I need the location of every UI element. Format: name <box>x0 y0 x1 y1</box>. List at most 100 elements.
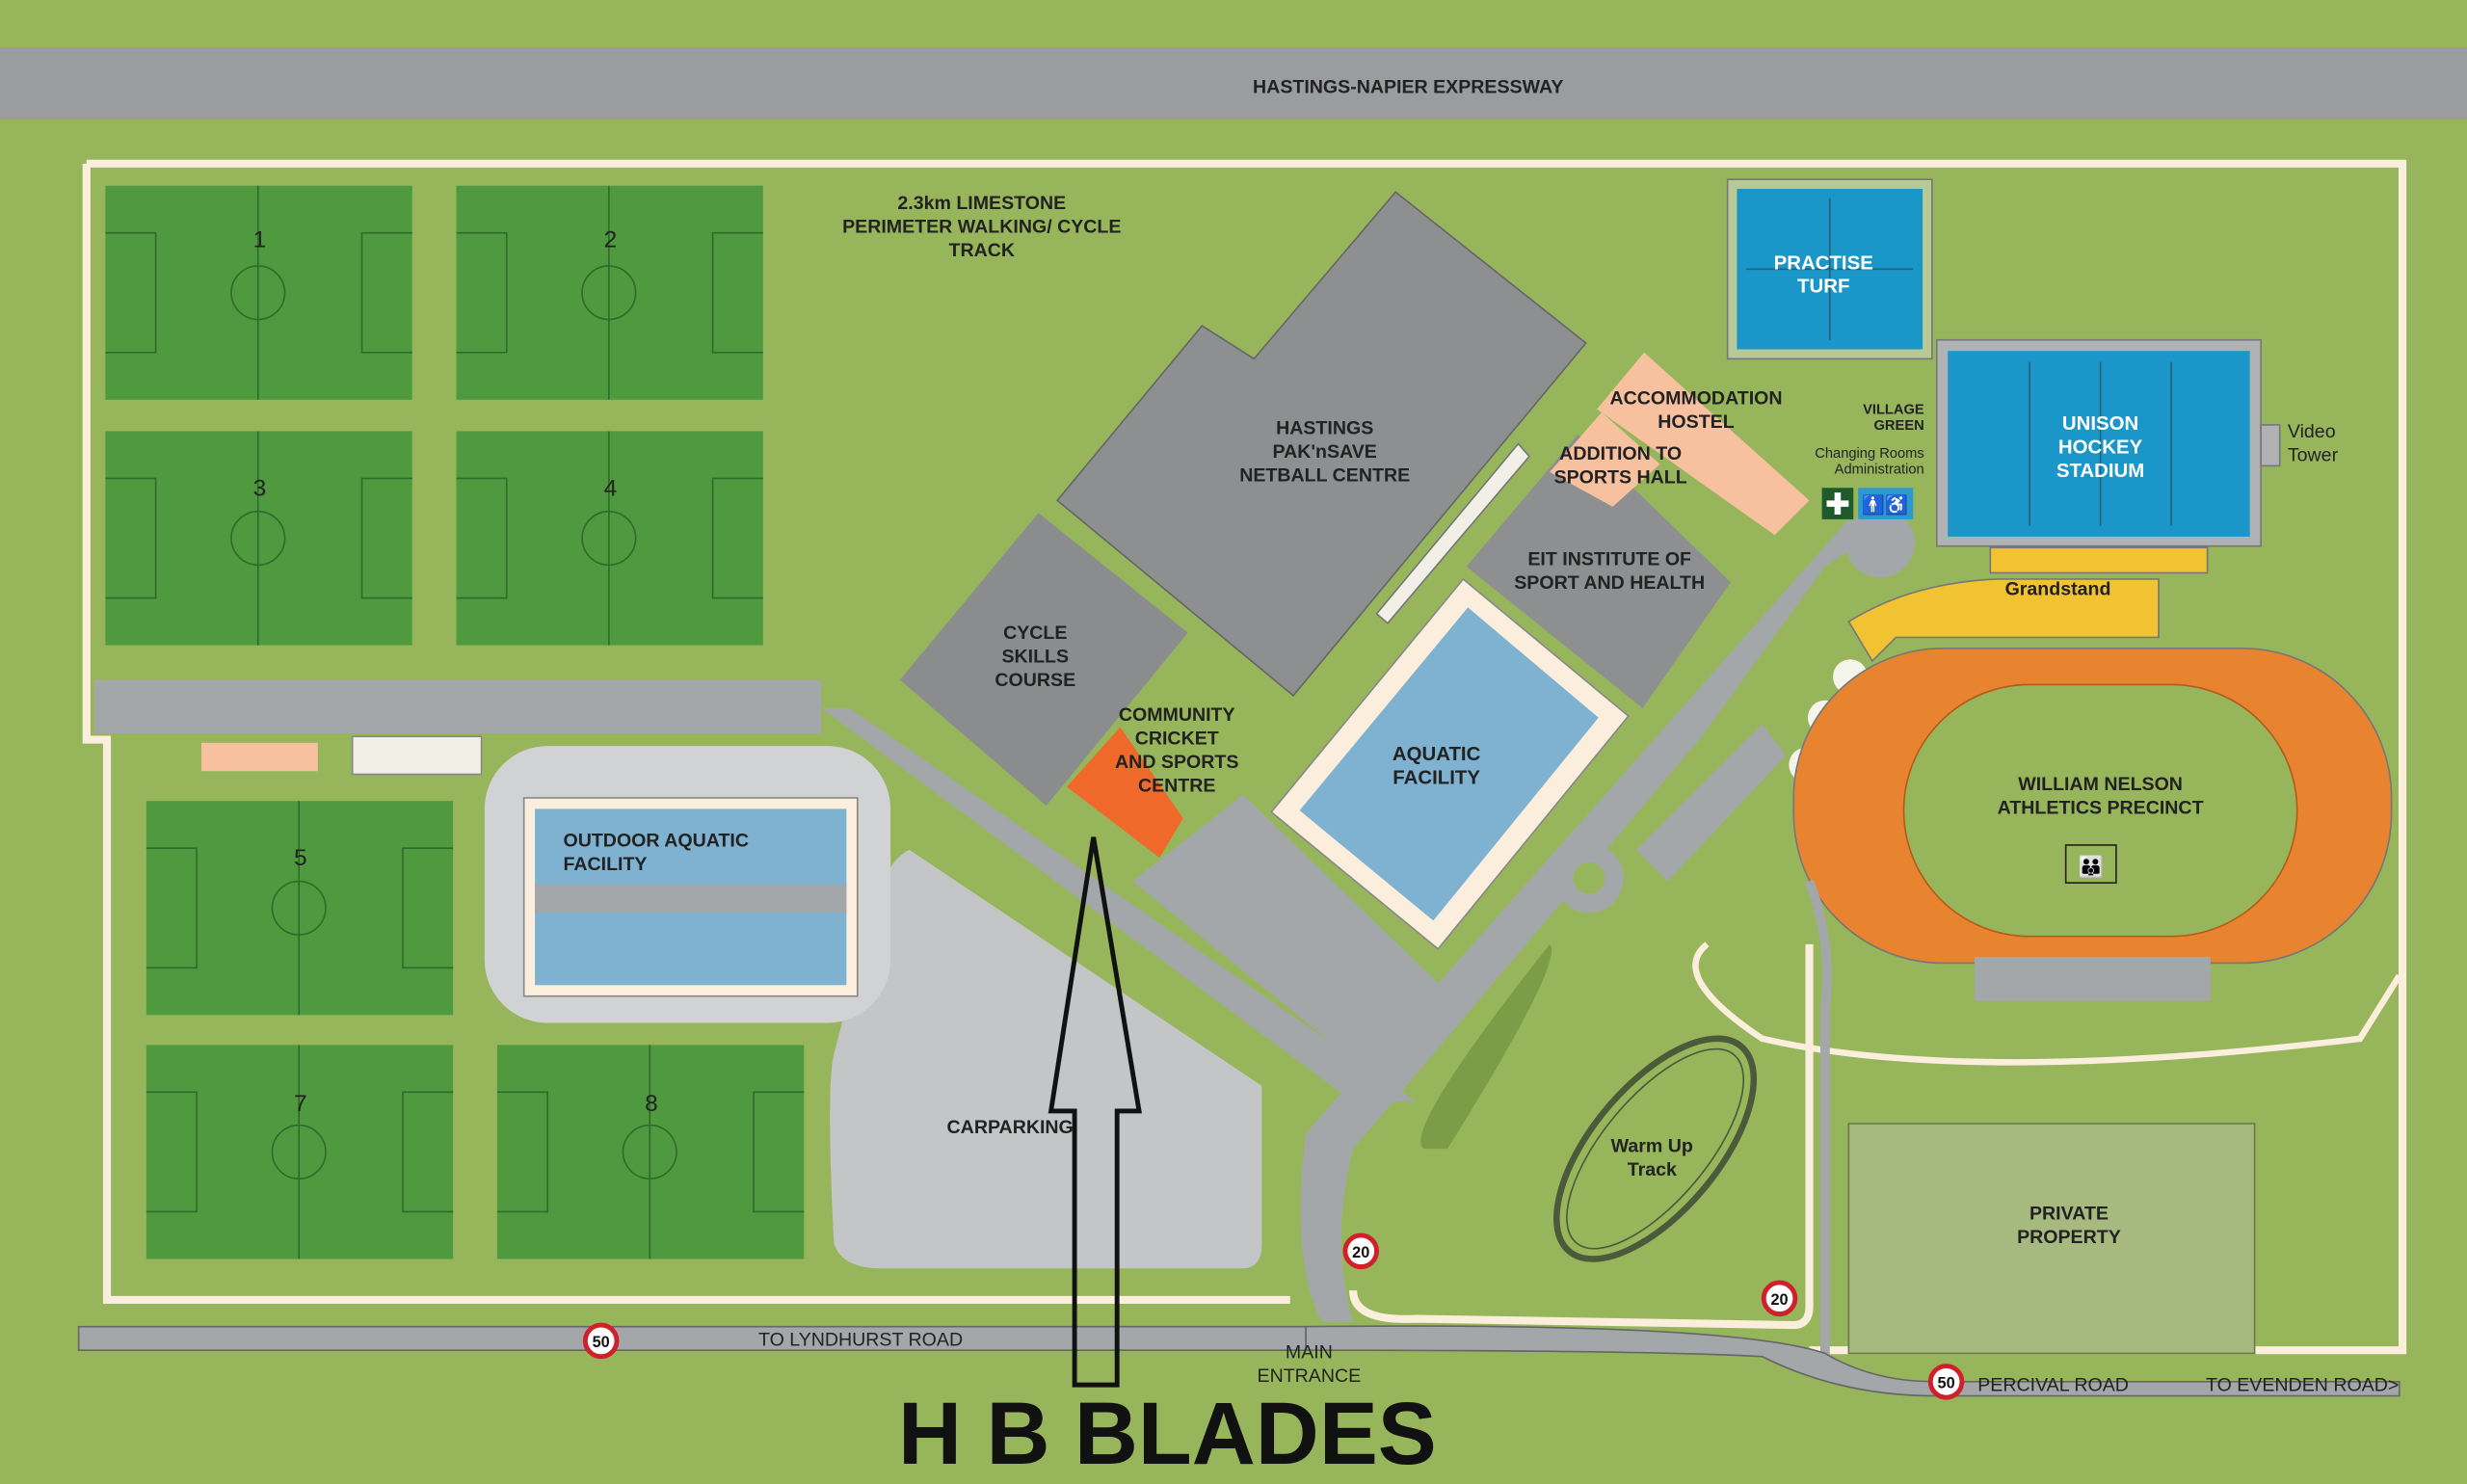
annotation-arrow <box>1048 836 1142 1388</box>
grandstand[interactable]: Grandstand <box>1847 578 2160 663</box>
svg-text:AQUATIC: AQUATIC <box>1393 744 1481 765</box>
svg-text:FACILITY: FACILITY <box>1393 767 1480 788</box>
svg-text:TO LYNDHURST ROAD: TO LYNDHURST ROAD <box>758 1329 963 1350</box>
svg-text:3: 3 <box>253 475 267 501</box>
svg-text:SPORT AND HEALTH: SPORT AND HEALTH <box>1514 572 1705 594</box>
svg-text:HOCKEY: HOCKEY <box>2058 437 2143 458</box>
svg-text:COMMUNITY: COMMUNITY <box>1119 704 1235 726</box>
athletics-precinct[interactable]: WILLIAM NELSON ATHLETICS PRECINCT 👪 <box>1692 648 2402 1066</box>
pitch-1[interactable]: 1 <box>105 185 412 400</box>
cycle-skills-course[interactable]: CYCLE SKILLS COURSE <box>899 513 1188 807</box>
svg-text:Grandstand: Grandstand <box>2005 578 2111 599</box>
pitch-8[interactable]: 8 <box>496 1045 805 1259</box>
svg-text:20: 20 <box>1352 1244 1369 1261</box>
svg-text:PERCIVAL ROAD: PERCIVAL ROAD <box>1977 1375 2129 1396</box>
svg-text:CENTRE: CENTRE <box>1138 775 1215 796</box>
svg-text:OUTDOOR AQUATIC: OUTDOOR AQUATIC <box>563 831 748 852</box>
svg-text:PAK'nSAVE: PAK'nSAVE <box>1273 441 1377 463</box>
percival-road: PERCIVAL ROAD TO EVENDEN ROAD> <box>1305 1325 2401 1397</box>
footpath <box>1349 943 1814 1330</box>
addition-sports-hall[interactable]: ADDITION TO SPORTS HALL <box>1550 411 1687 507</box>
svg-text:Tower: Tower <box>2288 444 2339 465</box>
svg-text:HOSTEL: HOSTEL <box>1658 411 1734 433</box>
aquatic-facility[interactable]: AQUATIC FACILITY <box>1270 577 1630 950</box>
speed-sign-50: 50 <box>1927 1364 1965 1400</box>
village-green-label: VILLAGE GREEN <box>1863 403 1924 434</box>
pitch-3[interactable]: 3 <box>105 431 412 646</box>
svg-text:FACILITY: FACILITY <box>563 854 647 875</box>
expressway: HASTINGS-NAPIER EXPRESSWAY <box>0 46 2467 120</box>
hockey-stadium[interactable]: UNISON HOCKEY STADIUM <box>1935 338 2262 547</box>
parking-lot <box>1132 794 1464 1086</box>
svg-text:PERIMETER WALKING/ CYCLE: PERIMETER WALKING/ CYCLE <box>842 217 1121 238</box>
svg-text:TO EVENDEN ROAD>: TO EVENDEN ROAD> <box>2206 1375 2399 1396</box>
accommodation-hostel[interactable]: ACCOMMODATION HOSTEL <box>1597 352 1810 536</box>
expressway-label: HASTINGS-NAPIER EXPRESSWAY <box>1253 76 1563 97</box>
village-green-plaza <box>1845 508 1915 578</box>
annotation-label: H B BLADES <box>898 1385 1437 1483</box>
svg-text:Changing Rooms: Changing Rooms <box>1815 446 1923 462</box>
svg-text:50: 50 <box>593 1334 610 1351</box>
svg-text:7: 7 <box>294 1091 307 1117</box>
svg-text:ATHLETICS PRECINCT: ATHLETICS PRECINCT <box>1998 797 2204 818</box>
svg-text:WILLIAM NELSON: WILLIAM NELSON <box>2018 774 2183 795</box>
svg-text:VILLAGE: VILLAGE <box>1863 403 1924 418</box>
svg-text:UNISON: UNISON <box>2062 413 2138 435</box>
svg-text:HASTINGS: HASTINGS <box>1276 418 1373 439</box>
svg-text:CARPARKING: CARPARKING <box>947 1117 1074 1138</box>
svg-text:5: 5 <box>294 845 307 871</box>
svg-text:CYCLE: CYCLE <box>1003 623 1067 644</box>
svg-text:CRICKET: CRICKET <box>1135 728 1219 749</box>
small-building <box>351 735 483 776</box>
svg-text:50: 50 <box>1938 1374 1955 1391</box>
community-cricket-centre[interactable]: COMMUNITY CRICKET AND SPORTS CENTRE <box>1066 704 1238 859</box>
parking-lot <box>1635 724 1787 882</box>
svg-text:🚹♿: 🚹♿ <box>1862 494 1909 517</box>
toilets-accessible-icon: 🚹♿ <box>1858 488 1914 519</box>
svg-text:TURF: TURF <box>1797 277 1849 298</box>
tree-row <box>1420 943 1552 1150</box>
svg-text:Warm Up: Warm Up <box>1611 1135 1693 1156</box>
svg-text:ENTRANCE: ENTRANCE <box>1258 1365 1362 1387</box>
svg-text:COURSE: COURSE <box>995 670 1075 691</box>
svg-text:PROPERTY: PROPERTY <box>2017 1227 2121 1248</box>
pitch-4[interactable]: 4 <box>456 431 763 646</box>
lyndhurst-road: TO LYNDHURST ROAD <box>77 1325 1307 1352</box>
svg-text:NETBALL CENTRE: NETBALL CENTRE <box>1239 465 1410 487</box>
access-road <box>821 707 1417 1102</box>
svg-text:SKILLS: SKILLS <box>1001 647 1069 668</box>
svg-text:STADIUM: STADIUM <box>2056 461 2144 482</box>
pitch-7[interactable]: 7 <box>146 1045 454 1259</box>
eit-institute[interactable]: EIT INSTITUTE OF SPORT AND HEALTH <box>1466 434 1731 708</box>
perimeter-track-label: 2.3km LIMESTONE PERIMETER WALKING/ CYCLE… <box>842 193 1121 261</box>
svg-text:Administration: Administration <box>1835 463 1924 478</box>
svg-text:8: 8 <box>645 1091 658 1117</box>
svg-text:👪: 👪 <box>2079 854 2104 878</box>
svg-text:MAIN: MAIN <box>1286 1341 1333 1363</box>
svg-text:GREEN: GREEN <box>1874 418 1924 434</box>
pitch-5[interactable]: 5 <box>146 801 454 1016</box>
warm-up-track[interactable]: Warm Up Track <box>1521 1006 1789 1292</box>
practise-turf[interactable]: PRACTISE TURF <box>1726 178 1933 360</box>
hockey-grandstand <box>1989 546 2209 574</box>
svg-text:AND SPORTS: AND SPORTS <box>1115 752 1238 773</box>
video-tower[interactable]: Video Tower <box>2260 421 2339 467</box>
small-building <box>200 742 318 772</box>
svg-text:20: 20 <box>1770 1291 1788 1309</box>
svg-text:1: 1 <box>253 226 267 252</box>
svg-text:SPORTS HALL: SPORTS HALL <box>1554 466 1687 488</box>
svg-text:ADDITION TO: ADDITION TO <box>1559 443 1682 464</box>
speed-sign-50: 50 <box>582 1322 620 1360</box>
carparking[interactable]: CARPARKING <box>830 849 1262 1269</box>
pitch-2[interactable]: 2 <box>456 185 763 400</box>
svg-text:EIT INSTITUTE OF: EIT INSTITUTE OF <box>1527 548 1691 570</box>
svg-text:Video: Video <box>2288 421 2336 442</box>
parking-strip <box>93 679 822 734</box>
netball-centre[interactable]: HASTINGS PAK'nSAVE NETBALL CENTRE <box>1055 191 1587 697</box>
service-road <box>1804 879 1832 1369</box>
spectators-icon: 👪 <box>2064 844 2117 884</box>
svg-text:2.3km LIMESTONE: 2.3km LIMESTONE <box>897 193 1066 214</box>
outdoor-aquatic-facility[interactable]: OUTDOOR AQUATIC FACILITY <box>484 746 891 1023</box>
svg-text:Track: Track <box>1628 1159 1677 1180</box>
svg-text:2: 2 <box>604 226 618 252</box>
